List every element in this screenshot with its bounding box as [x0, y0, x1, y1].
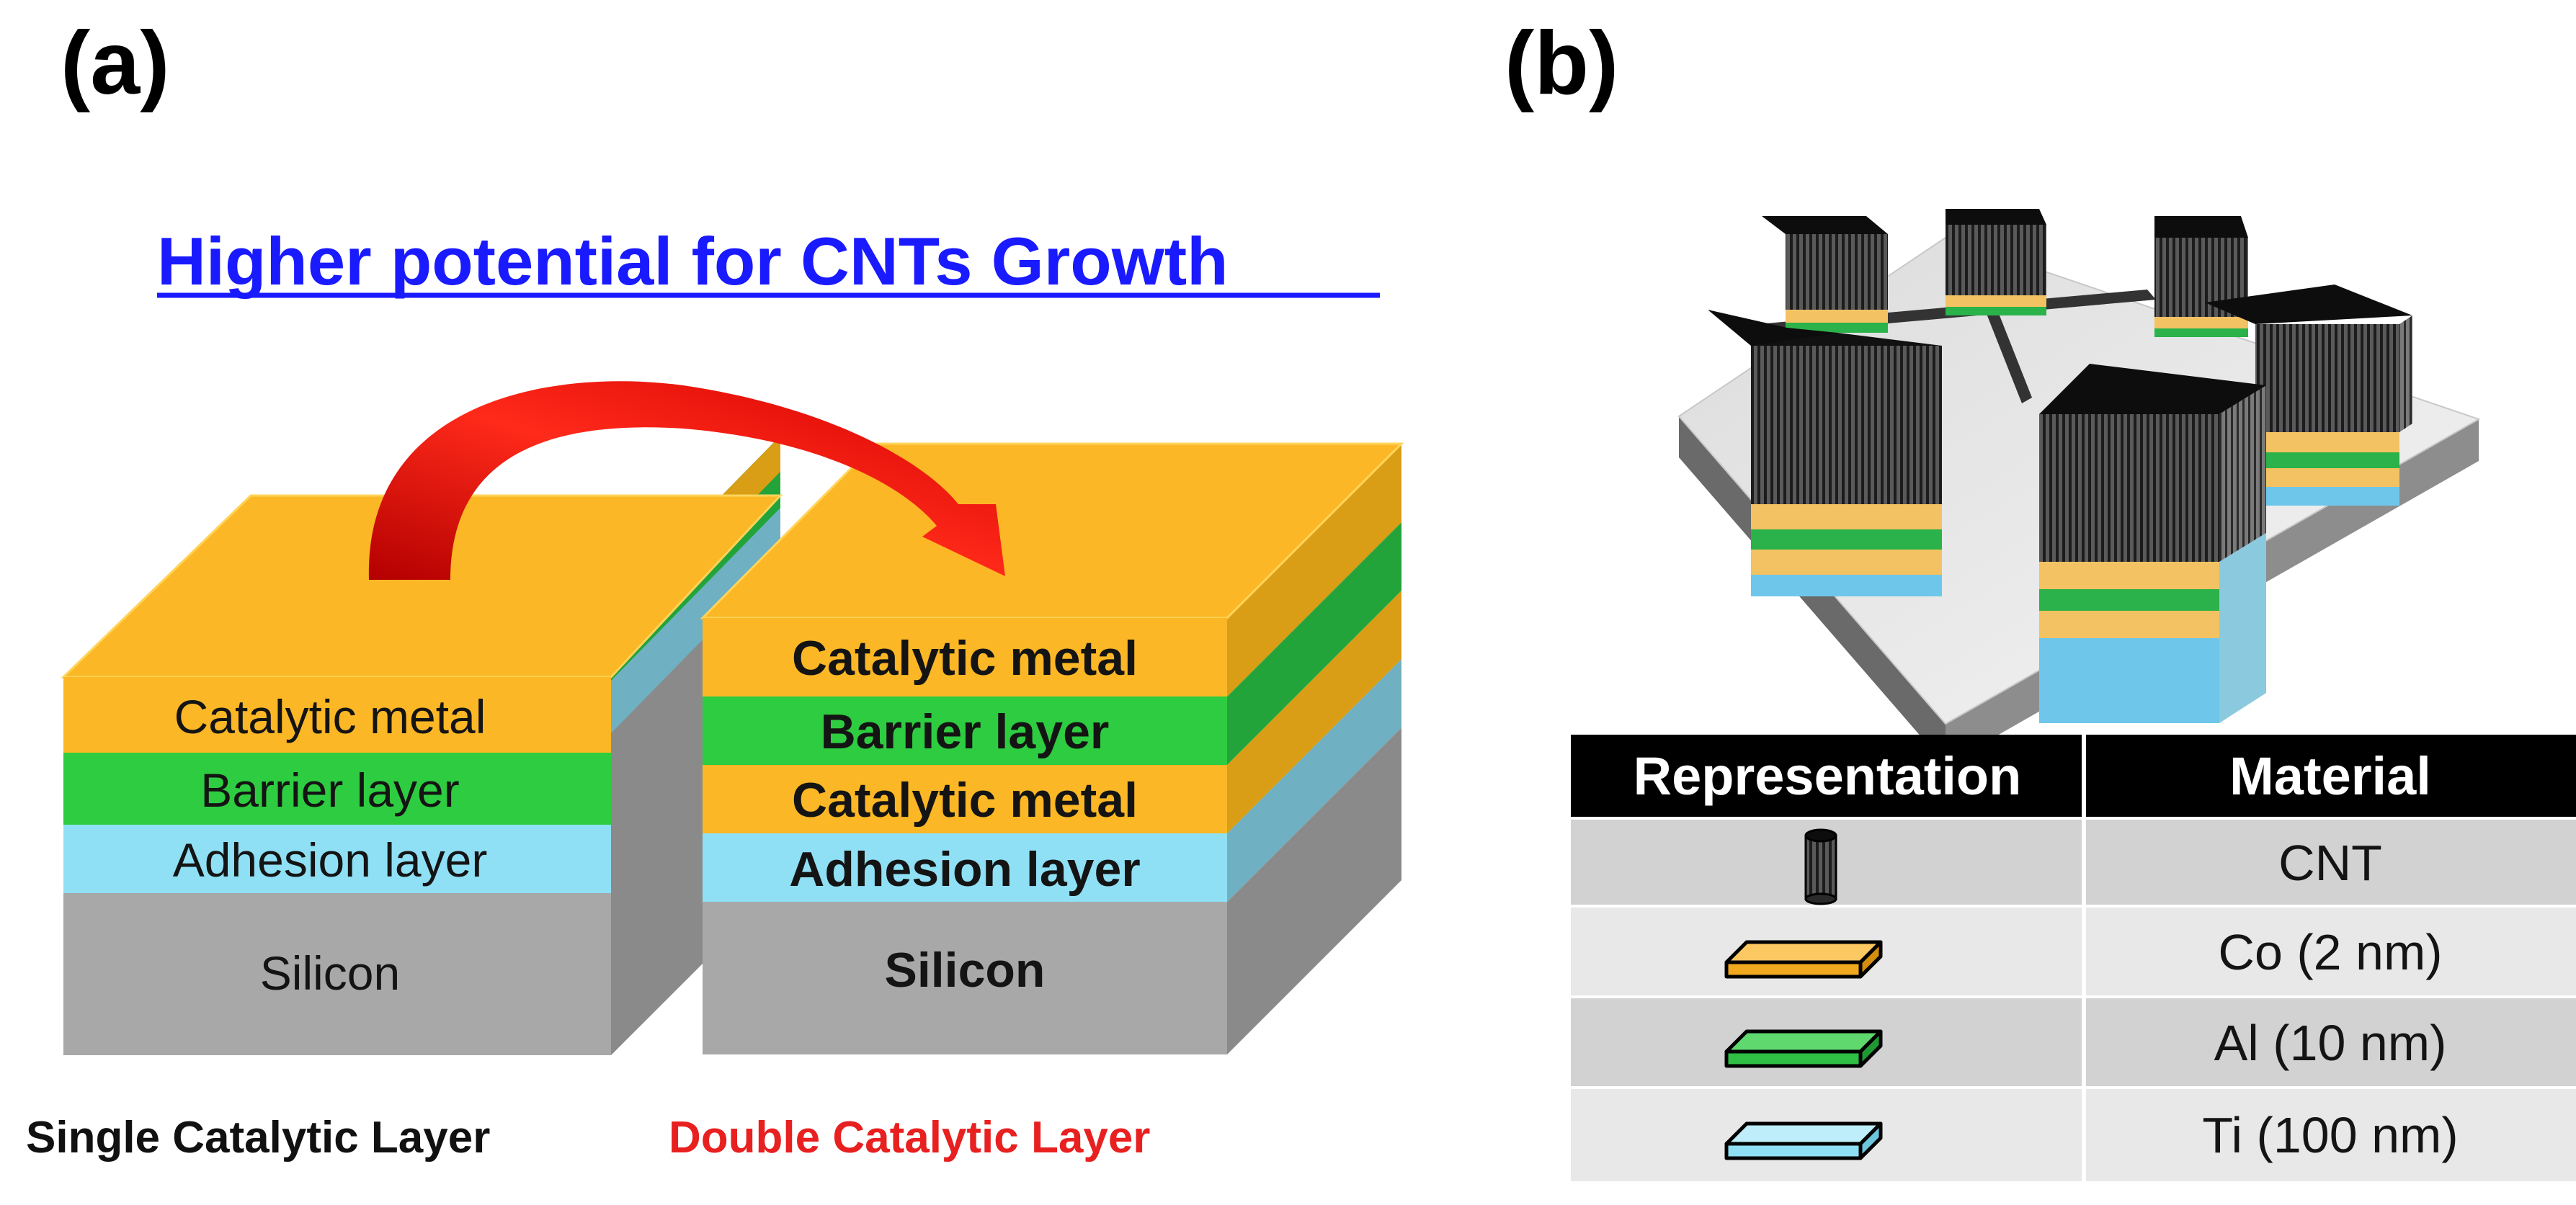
double-silicon-front: [703, 902, 1227, 1054]
double-stack: Catalytic metal Barrier layer Catalytic …: [700, 442, 1404, 1054]
table-row: [1571, 820, 2576, 905]
double-adhesion-side: [1227, 659, 1401, 902]
cnt-bridge-vertical: [1979, 288, 2032, 403]
headline: Higher potential for CNTs Growth: [157, 223, 1229, 299]
co-slab-icon: [1724, 940, 1883, 979]
table-header-material: Material: [2229, 746, 2431, 806]
single-caption: Single Catalytic Layer: [26, 1113, 490, 1163]
single-layer-label: Barrier layer: [200, 763, 459, 817]
double-layer-label: Adhesion layer: [789, 842, 1141, 897]
cnt-pillar: [1946, 209, 2046, 315]
double-layer-label: Silicon: [885, 943, 1046, 998]
cnt-cylinder-icon: [1804, 828, 1837, 905]
cnt-array-illustration: [1677, 209, 2481, 765]
legend-table: Representation Material CNT Co: [1571, 735, 2576, 1181]
single-catalytic-front: [63, 677, 611, 753]
single-silicon-front: [63, 893, 611, 1055]
curved-arrow-icon: [368, 381, 1005, 580]
double-catalytic-lower-front: [703, 765, 1227, 833]
single-barrier-front: [63, 753, 611, 825]
table-cell-material: Al (10 nm): [2214, 1015, 2447, 1071]
cnt-pillar: [2039, 364, 2266, 723]
single-layer-label: Adhesion layer: [173, 833, 488, 887]
double-barrier-side: [1227, 522, 1401, 765]
ti-slab-icon: [1724, 1121, 1883, 1160]
double-catalytic-lower-side: [1227, 591, 1401, 833]
table-header: [1571, 735, 2576, 817]
double-layer-label: Catalytic metal: [792, 631, 1138, 686]
table-cell-material: CNT: [2278, 835, 2382, 891]
double-catalytic-upper-front: [703, 618, 1227, 696]
table-header-representation: Representation: [1634, 746, 2022, 806]
panel-b-label: (b): [1505, 14, 1618, 113]
single-stack: Catalytic metal Barrier layer Adhesion l…: [61, 436, 783, 1055]
cnt-pillar: [2154, 216, 2248, 337]
table-cell-material: Co (2 nm): [2218, 924, 2442, 980]
cnt-pillar: [1762, 216, 1888, 333]
double-silicon-side: [1227, 727, 1401, 1054]
single-layer-label: Catalytic metal: [174, 690, 486, 743]
double-barrier-front: [703, 696, 1227, 765]
double-caption: Double Catalytic Layer: [669, 1113, 1150, 1163]
cnt-pillar: [1708, 310, 1942, 596]
double-adhesion-front: [703, 833, 1227, 902]
single-layer-label: Silicon: [260, 946, 400, 1000]
panel-a-label: (a): [61, 14, 170, 113]
table-cell-material: Ti (100 nm): [2202, 1107, 2458, 1163]
double-catalytic-upper-side: [1227, 444, 1401, 696]
double-layer-label: Barrier layer: [821, 704, 1110, 759]
double-layer-label: Catalytic metal: [792, 773, 1138, 828]
cnt-pillar: [2205, 285, 2412, 506]
single-adhesion-front: [63, 825, 611, 893]
al-slab-icon: [1724, 1029, 1883, 1068]
